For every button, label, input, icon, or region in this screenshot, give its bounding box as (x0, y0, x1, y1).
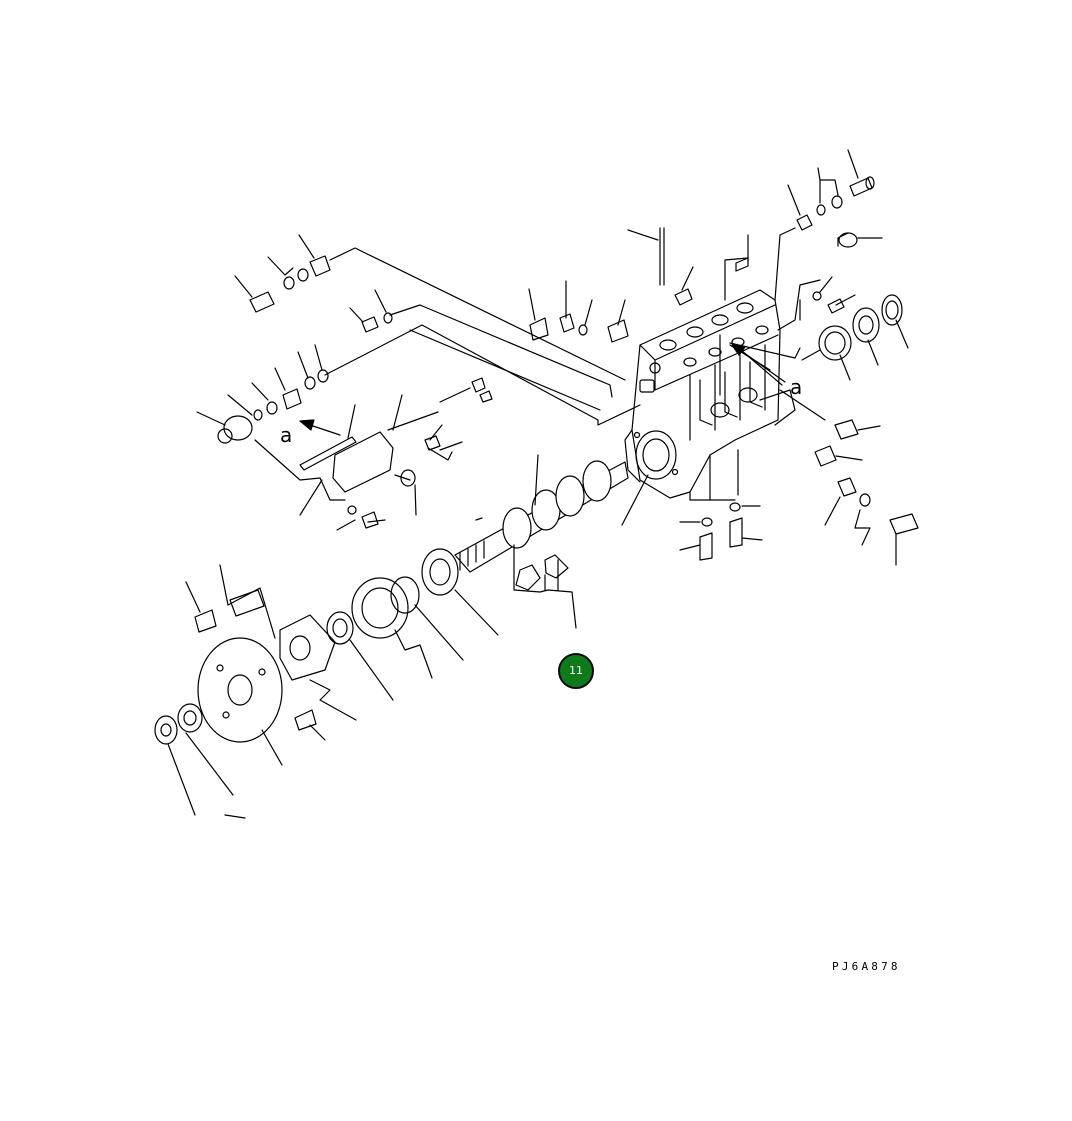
callout-number-badge[interactable]: 11 (558, 653, 594, 689)
drawing-code: PJ6A878 (832, 960, 901, 973)
pump-housing (624, 289, 796, 499)
pipes-and-leaders (167, 149, 909, 819)
top-right-fittings (659, 176, 903, 361)
left-upper-fittings (217, 255, 629, 444)
lower-right-fasteners (699, 419, 919, 561)
drive-side-parts (154, 548, 459, 745)
cover-plate-assembly (254, 377, 493, 529)
view-label-a-left: a (280, 423, 293, 447)
camshaft (454, 460, 629, 591)
view-label-a-right: a (790, 375, 803, 399)
